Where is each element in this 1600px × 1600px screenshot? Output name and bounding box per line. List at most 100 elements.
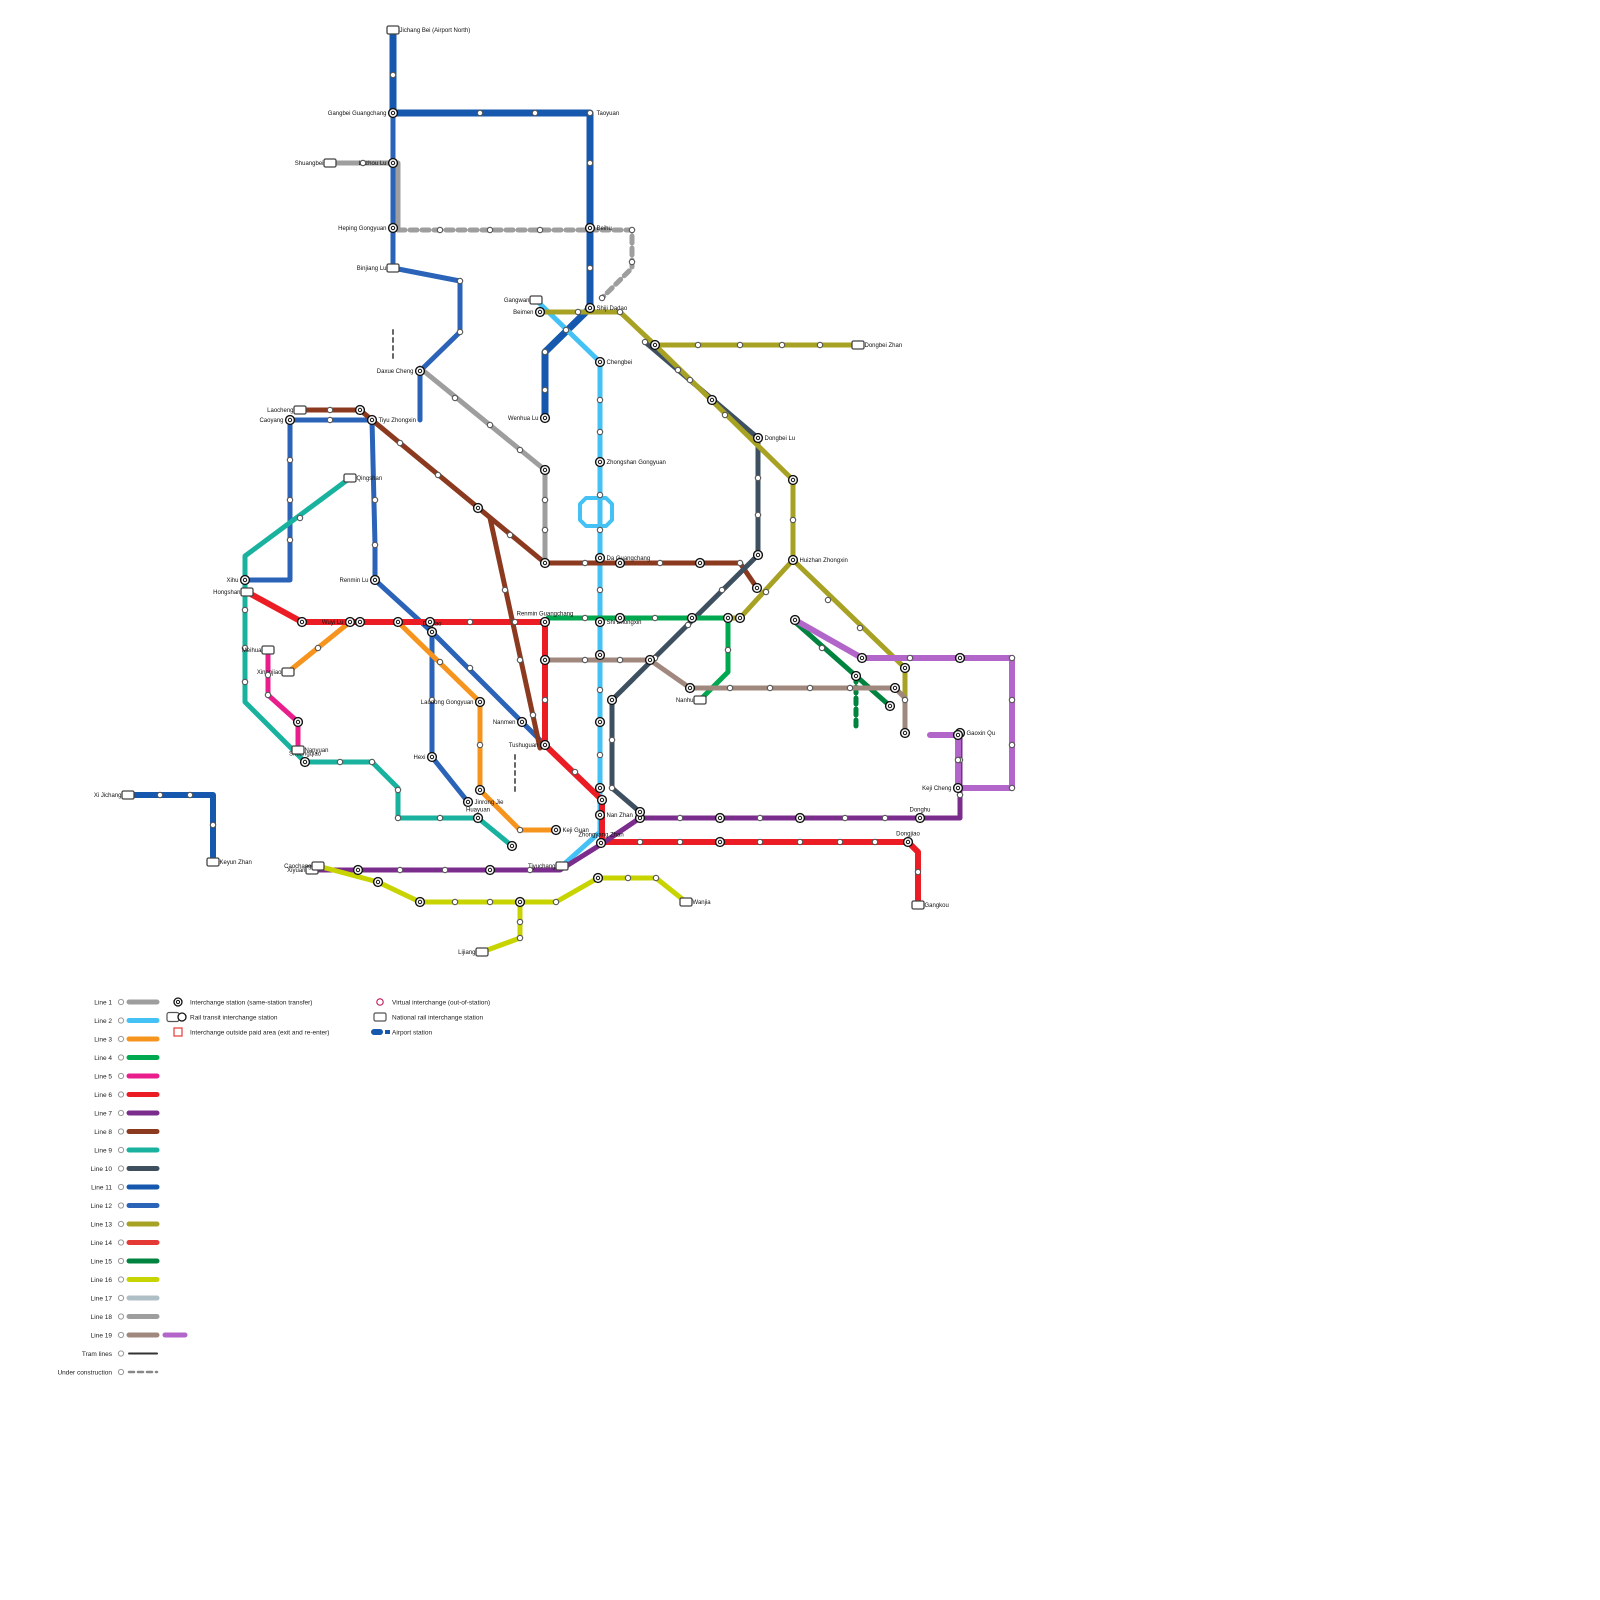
station-label: Qingshan [357, 476, 383, 482]
legend-station-icon [117, 1091, 125, 1098]
metro-line-12 [390, 115, 463, 423]
station-label: Tiyu Zhongxin [379, 418, 416, 424]
legend-rail-box-icon [373, 1012, 387, 1022]
station-label: Laocheng [267, 408, 293, 414]
interchange-station-inner [542, 742, 548, 748]
interchange-station-inner [242, 577, 248, 583]
station [186, 791, 194, 799]
station [816, 341, 824, 349]
station [436, 226, 444, 234]
station-label: Shuangqiao [289, 752, 322, 758]
station [756, 814, 764, 822]
station [756, 838, 764, 846]
interchange-station-inner [597, 652, 603, 658]
legend-station-icon [117, 1054, 125, 1061]
station [531, 109, 539, 117]
station [736, 559, 744, 567]
interchange-station-inner [754, 585, 760, 591]
station [954, 756, 962, 764]
legend-line-label: Line 19 [91, 1332, 113, 1339]
legend-station-icon [117, 1128, 125, 1135]
interchange-station-inner [375, 879, 381, 885]
interchange-station-inner [957, 655, 963, 661]
legend-line-label: Line 12 [91, 1203, 113, 1210]
interchange-station-inner [519, 719, 525, 725]
metro-line-18-top [327, 160, 401, 233]
interchange-station-inner [597, 555, 603, 561]
terminus-station [693, 695, 707, 705]
station [501, 586, 509, 594]
interchange-station-inner [887, 703, 893, 709]
interchange-station-inner [725, 615, 731, 621]
interchange-station-inner [955, 785, 961, 791]
station [541, 386, 549, 394]
metro-line-2-loop [578, 496, 614, 528]
interchange-station-inner [647, 657, 653, 663]
station-label: Taoyuan [597, 111, 620, 117]
station-label: Xiyuan [287, 868, 305, 874]
terminus-station [281, 667, 295, 677]
interchange-station-inner [427, 619, 433, 625]
station [562, 326, 570, 334]
interchange-station-inner [477, 787, 483, 793]
metro-line-1-central [417, 365, 548, 563]
station [516, 446, 524, 454]
station [434, 471, 442, 479]
interchange-station-inner [597, 785, 603, 791]
legend-symbol-label: Airport station [392, 1029, 432, 1036]
interchange-station-inner [790, 557, 796, 563]
station [156, 791, 164, 799]
legend-symbol-label: Rail transit interchange station [190, 1014, 278, 1021]
interchange-station-inner [587, 305, 593, 311]
station [806, 684, 814, 692]
station [754, 474, 762, 482]
station [596, 526, 604, 534]
legend-station-icon [117, 1368, 125, 1376]
station [841, 814, 849, 822]
station-label: Dongjiao [896, 832, 920, 838]
legend-line-label: Line 13 [91, 1221, 113, 1228]
interchange-station-inner [609, 697, 615, 703]
interchange-station-inner [859, 655, 865, 661]
interchange-station-inner [390, 160, 396, 166]
interchange-station-inner [902, 730, 908, 736]
interchange-station-inner [475, 815, 481, 821]
interchange-station-inner [475, 505, 481, 511]
legend-station-icon [117, 1276, 125, 1283]
station [396, 866, 404, 874]
station-label: Beihu [597, 226, 612, 232]
legend-line-label: Line 14 [91, 1240, 113, 1247]
terminus-station [311, 861, 325, 871]
interchange-station-inner [917, 815, 923, 821]
interchange-station-inner [390, 225, 396, 231]
station [428, 696, 436, 704]
metro-line-11-west [242, 417, 375, 583]
interchange-station-inner [302, 759, 308, 765]
station [871, 838, 879, 846]
legend-station-icon [117, 1202, 125, 1209]
station-label: Keyun Zhan [220, 860, 252, 866]
station [536, 226, 544, 234]
metro-line-13 [537, 309, 861, 348]
station [516, 656, 524, 664]
interchange-station-inner [755, 435, 761, 441]
interchange-station-inner [357, 619, 363, 625]
station [636, 838, 644, 846]
station [718, 586, 726, 594]
station-label: Zhongshan Gongyuan [607, 460, 666, 466]
terminus-station [386, 263, 400, 273]
metro-line-7 [309, 730, 963, 873]
station [511, 618, 519, 626]
legend-redbox-icon [173, 1027, 183, 1037]
station [628, 226, 636, 234]
legend-station-icon [117, 1165, 125, 1172]
station [516, 918, 524, 926]
legend-station-icon [117, 1239, 125, 1246]
station [598, 294, 606, 302]
legend-line-label: Line 18 [91, 1314, 113, 1321]
interchange-station-inner [902, 665, 908, 671]
station [394, 786, 402, 794]
station-label: Beimen [513, 310, 533, 316]
station-label: Shuangbei [295, 161, 324, 167]
